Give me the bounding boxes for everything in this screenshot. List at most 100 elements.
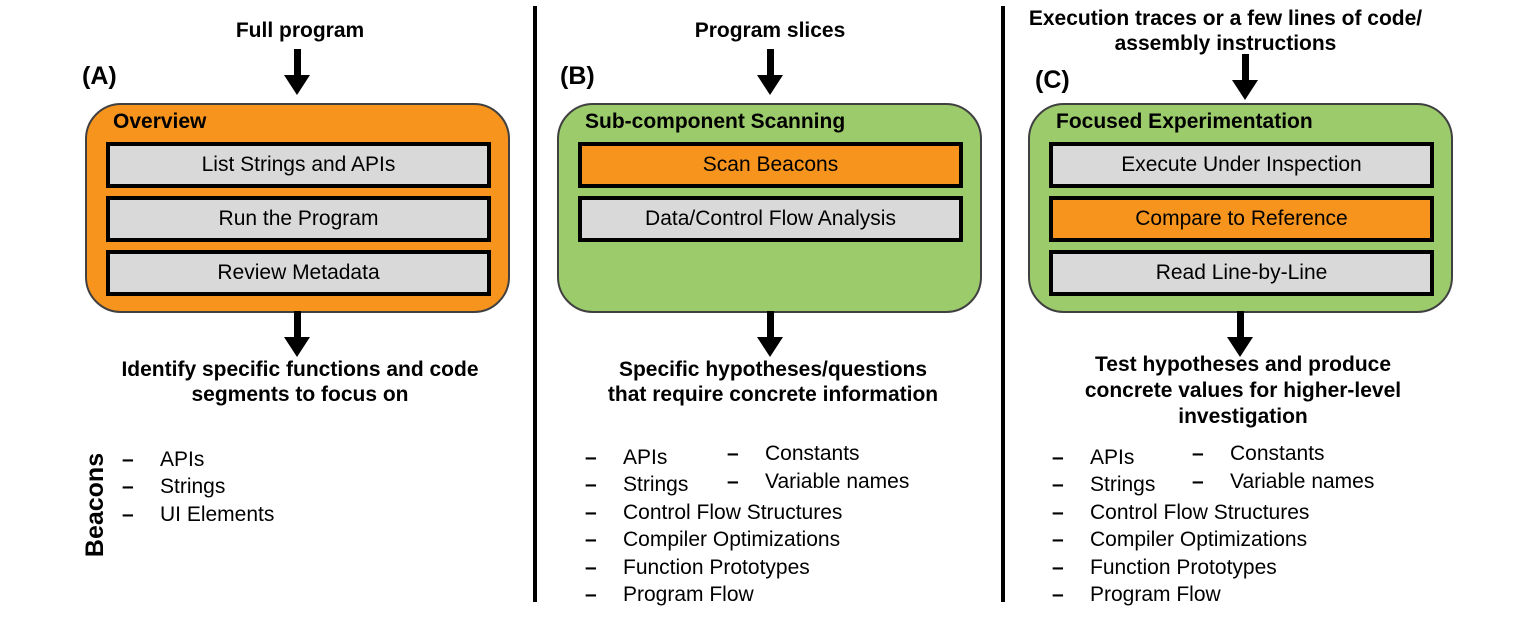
dash-bullet-icon: – [585, 555, 597, 579]
dash-bullet-icon: – [122, 447, 134, 471]
dash-bullet-icon: – [1052, 473, 1064, 497]
output-line: Identify specific functions and code [121, 358, 479, 381]
output-line: concrete values for higher-level [1084, 379, 1402, 402]
input-label-line: assembly instructions [1114, 32, 1337, 55]
down-arrow-icon [284, 49, 310, 95]
beacon-label: Function Prototypes [1090, 555, 1277, 579]
list-item: – Control Flow Structures [1052, 499, 1309, 527]
beacon-label: Variable names [765, 470, 910, 493]
input-label-line: Full program [235, 19, 365, 42]
panel-b-input-label: Program slices [620, 18, 920, 43]
panel-c-input-label: Execution traces or a few lines of code/… [1003, 6, 1448, 56]
beacon-list-c: – APIs – Strings – Control Flow Structur… [1052, 444, 1309, 609]
list-item: – Constants [727, 440, 909, 468]
dash-bullet-icon: – [585, 445, 597, 469]
step-run-the-program: Run the Program [106, 196, 491, 242]
dash-bullet-icon: – [585, 528, 597, 552]
beacon-label: UI Elements [160, 502, 275, 526]
arrow-stem [766, 311, 774, 337]
output-line: that require concrete information [607, 383, 939, 406]
dash-bullet-icon: – [122, 475, 134, 499]
list-item: – Control Flow Structures [585, 499, 842, 527]
beacons-axis-label: Beacons [81, 452, 109, 558]
step-label: Run the Program [218, 207, 379, 230]
list-item: – Variable names [1192, 468, 1374, 496]
step-label: Read Line-by-Line [1155, 261, 1328, 284]
arrow-head [757, 337, 783, 357]
dash-bullet-icon: – [1052, 500, 1064, 524]
list-item: – Constants [1192, 440, 1374, 468]
beacon-label: APIs [623, 445, 668, 469]
arrow-head [1232, 80, 1258, 100]
list-item: – APIs [1052, 444, 1309, 472]
beacon-label: Control Flow Structures [623, 500, 843, 524]
step-data-control-flow-analysis: Data/Control Flow Analysis [578, 196, 963, 242]
list-item: – Variable names [727, 468, 909, 496]
panel-a-input-label: Full program [140, 18, 460, 43]
beacon-list-a: – APIs – Strings – UI Elements [122, 446, 274, 529]
beacon-list-c-right: – Constants – Variable names [1192, 440, 1374, 496]
list-item: – Strings [1052, 472, 1309, 500]
step-compare-to-reference: Compare to Reference [1049, 196, 1434, 242]
dash-bullet-icon: – [1052, 583, 1064, 607]
step-list-strings-and-apis: List Strings and APIs [106, 142, 491, 188]
list-item: – Program Flow [585, 582, 842, 610]
step-label: List Strings and APIs [201, 153, 396, 176]
panel-divider [533, 6, 537, 602]
beacon-label: Variable names [1230, 470, 1375, 493]
down-arrow-icon [1227, 311, 1253, 357]
panel-c-tag: (C) [1035, 66, 1070, 94]
output-line: investigation [1178, 405, 1308, 428]
list-item: – Compiler Optimizations [1052, 527, 1309, 555]
step-label: Execute Under Inspection [1121, 153, 1362, 176]
stage-box-title: Sub-component Scanning [585, 110, 846, 133]
panel-a-output-text: Identify specific functions and code seg… [95, 357, 505, 407]
arrow-stem [766, 49, 774, 75]
step-scan-beacons: Scan Beacons [578, 142, 963, 188]
down-arrow-icon [757, 49, 783, 95]
list-item: – APIs [585, 444, 842, 472]
beacon-label: Strings [160, 475, 226, 499]
stage-box-title: Focused Experimentation [1056, 110, 1313, 133]
panel-b-output-text: Specific hypotheses/questions that requi… [548, 357, 998, 407]
step-label: Scan Beacons [702, 153, 839, 176]
arrow-head [1227, 337, 1253, 357]
beacon-label: Compiler Optimizations [1090, 528, 1308, 552]
beacon-label: Strings [1090, 473, 1156, 497]
arrow-head [757, 75, 783, 95]
beacon-label: Constants [1230, 442, 1325, 465]
list-item: – Function Prototypes [585, 554, 842, 582]
output-line: segments to focus on [191, 383, 409, 406]
step-label: Review Metadata [217, 261, 380, 284]
step-label: Compare to Reference [1135, 207, 1348, 230]
beacon-label: APIs [1090, 445, 1135, 469]
beacon-label: Function Prototypes [623, 555, 810, 579]
panel-divider [1001, 6, 1005, 602]
down-arrow-icon [757, 311, 783, 357]
list-item: – UI Elements [122, 501, 274, 529]
dash-bullet-icon: – [585, 583, 597, 607]
input-label-line: Execution traces or a few lines of code/ [1028, 7, 1423, 30]
beacon-list-b-right: – Constants – Variable names [727, 440, 909, 496]
beacon-label: Compiler Optimizations [623, 528, 841, 552]
dash-bullet-icon: – [1052, 528, 1064, 552]
focused-experimentation-stage-box: Focused Experimentation Execute Under In… [1028, 103, 1453, 313]
beacon-list-b: – APIs – Strings – Control Flow Structur… [585, 444, 842, 609]
arrow-stem [1236, 311, 1244, 337]
arrow-stem [1241, 54, 1249, 80]
step-execute-under-inspection: Execute Under Inspection [1049, 142, 1434, 188]
beacon-label: Constants [765, 442, 860, 465]
sub-component-scanning-stage-box: Sub-component Scanning Scan Beacons Data… [557, 103, 982, 313]
step-read-line-by-line: Read Line-by-Line [1049, 250, 1434, 296]
beacon-label: Program Flow [1090, 583, 1221, 607]
input-label-line: Program slices [694, 19, 846, 42]
arrow-stem [293, 49, 301, 75]
dash-bullet-icon: – [585, 500, 597, 524]
panel-b-tag: (B) [560, 62, 595, 90]
beacon-label: APIs [160, 447, 205, 471]
list-item: – APIs [122, 446, 274, 474]
beacon-label: Strings [623, 473, 689, 497]
arrow-head [284, 75, 310, 95]
beacon-label: Program Flow [623, 583, 754, 607]
